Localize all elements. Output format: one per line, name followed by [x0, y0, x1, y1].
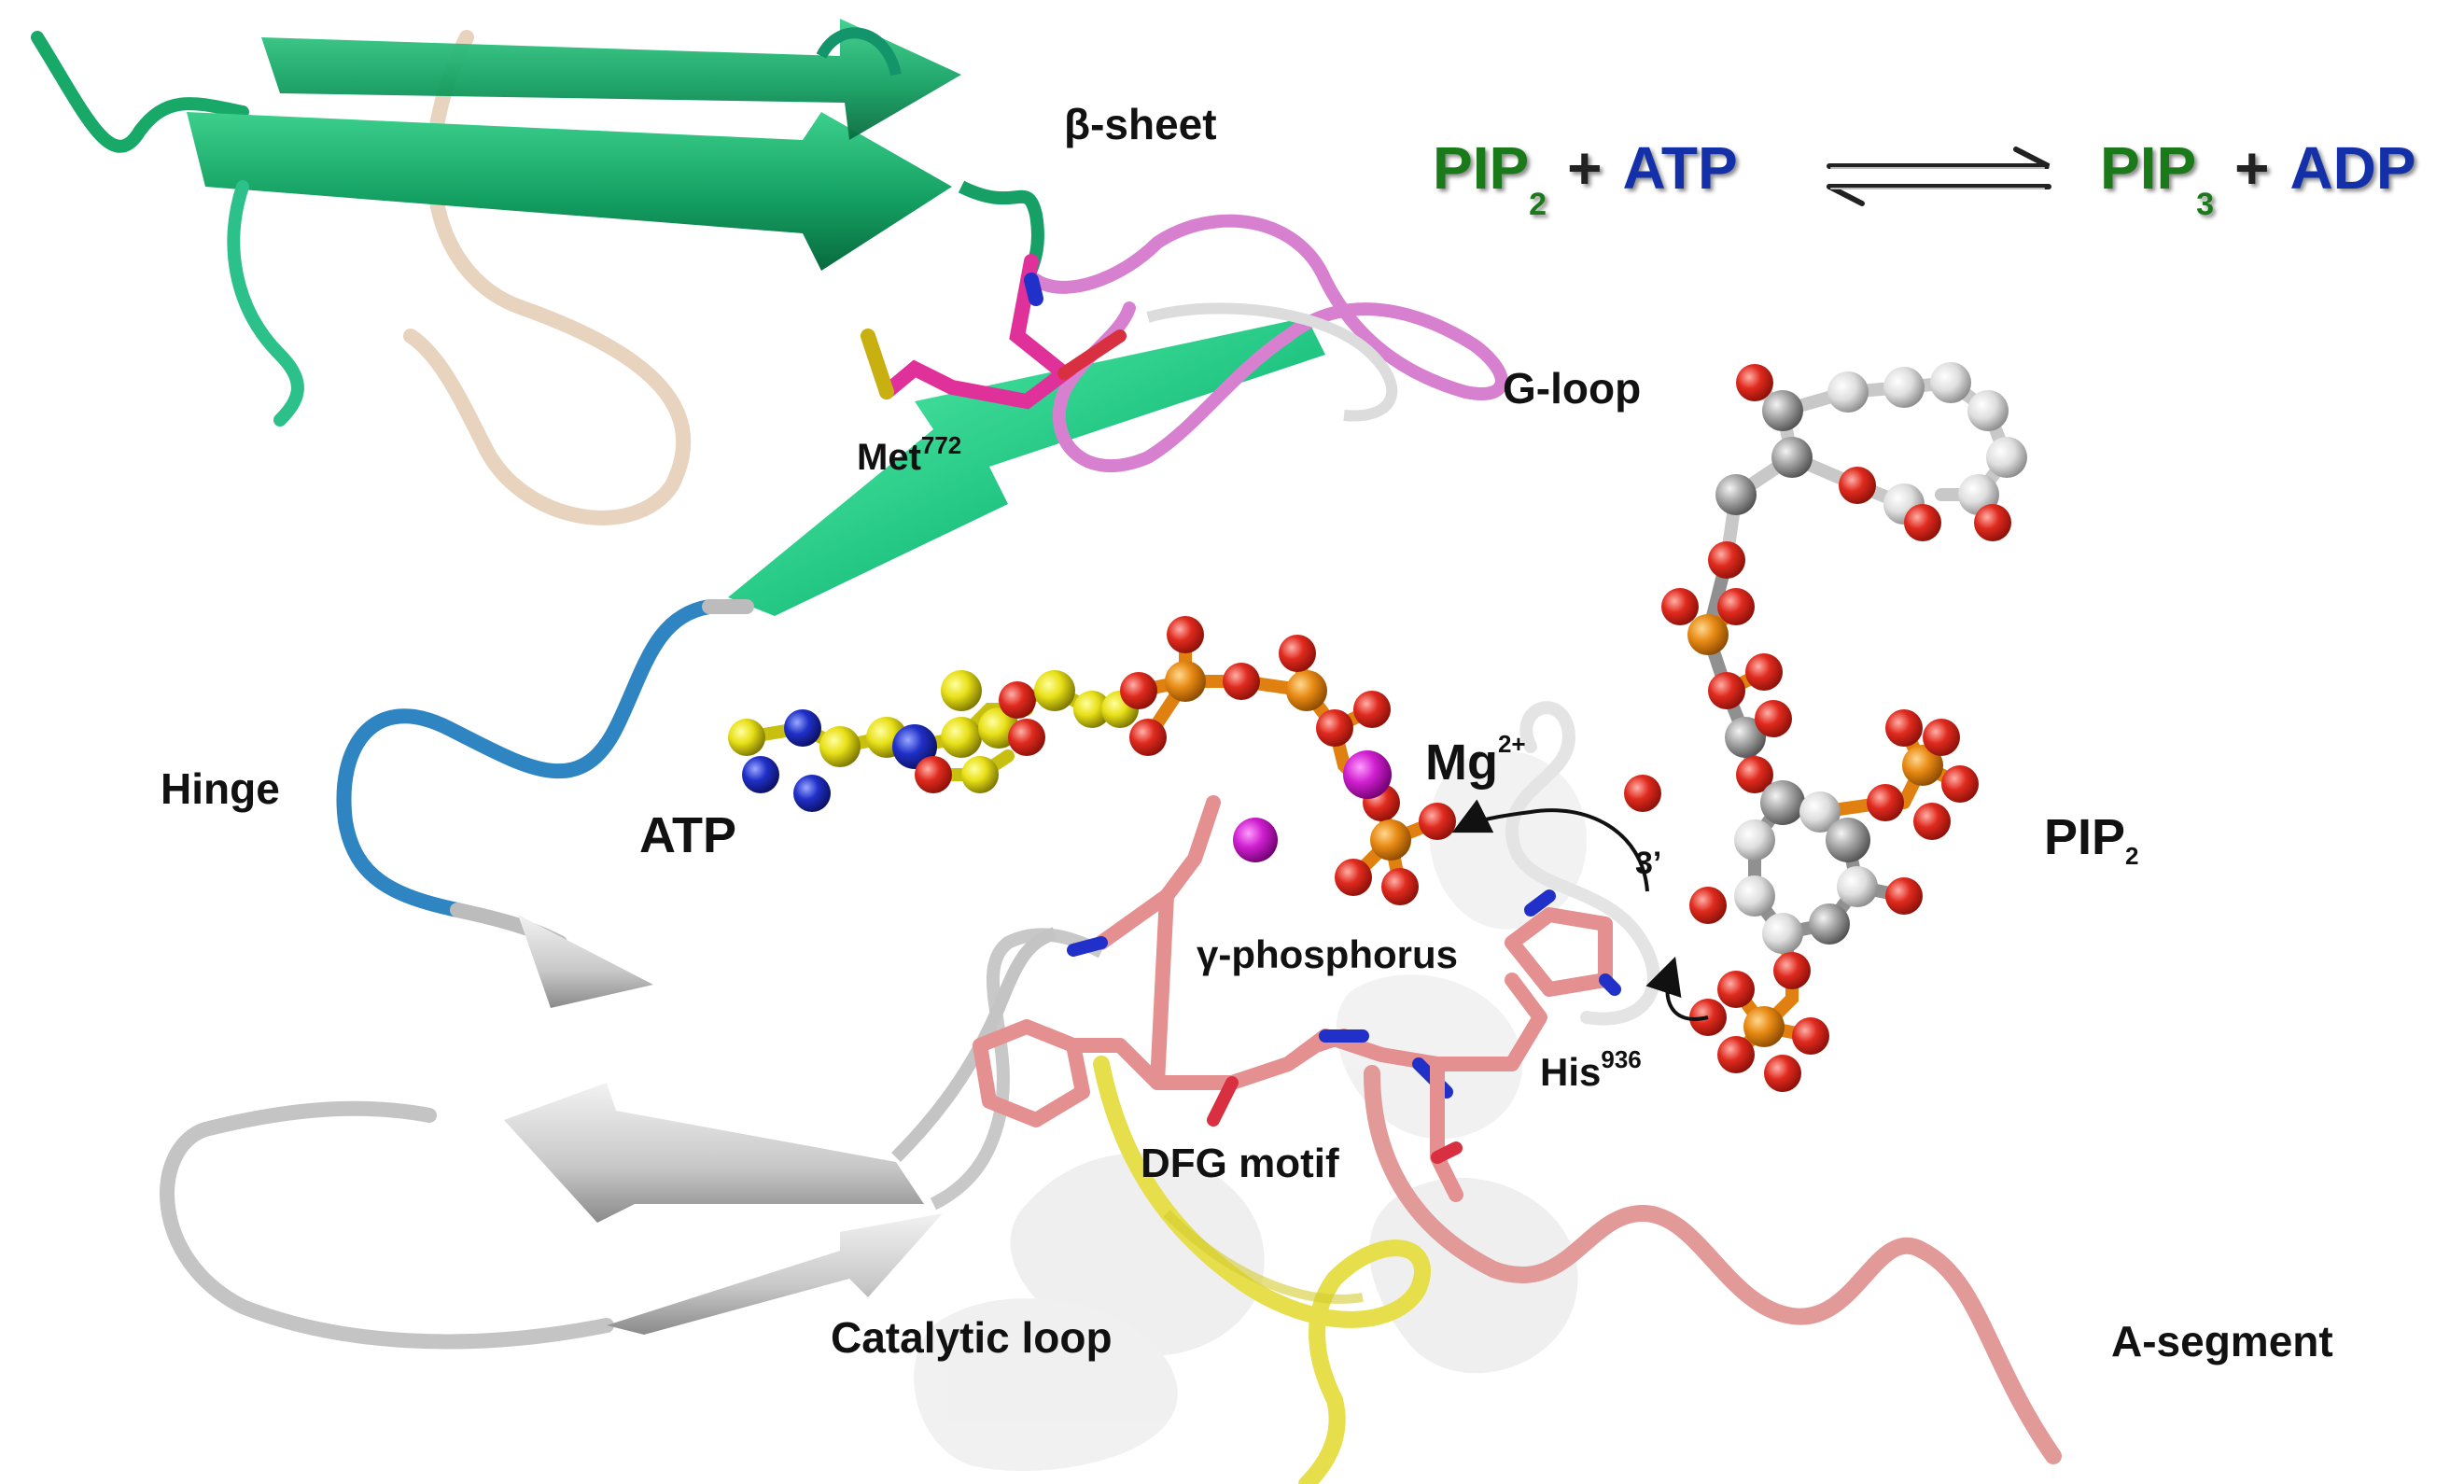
- label-g-loop: G-loop: [1503, 364, 1642, 413]
- label-his936: His936: [1540, 1047, 1642, 1094]
- eq-reactant-atp: ATP: [1622, 134, 1738, 202]
- eq-plus-2: +: [2234, 134, 2270, 202]
- beta-sheet-ribbons: [31, 19, 1044, 427]
- atp-molecule: [728, 616, 1456, 905]
- mg-superscript: 2+: [1497, 730, 1526, 758]
- label-pip2: PIP2: [2044, 809, 2139, 868]
- met-superscript: 772: [920, 431, 962, 459]
- tan-loop: [403, 30, 692, 525]
- mg-base: Mg: [1425, 735, 1498, 791]
- label-gamma-phosphorus: γ-phosphorus: [1197, 932, 1458, 976]
- his-superscript: 936: [1601, 1045, 1642, 1073]
- grey-beta-sheet: [160, 927, 1105, 1350]
- label-hinge: Hinge: [161, 764, 280, 813]
- label-beta-sheet: β-sheet: [1064, 100, 1217, 148]
- mg-ion-upper: [1343, 750, 1392, 799]
- g-loop-ribbon: [1029, 214, 1508, 473]
- pip2-molecule: [1624, 362, 2027, 1092]
- equation-right: PIP3+ADP: [2100, 138, 2416, 220]
- label-mg2plus: Mg2+: [1425, 732, 1526, 791]
- eq-pip-sub-2: 3: [2196, 186, 2215, 222]
- eq-reactant-pip2: PIP2: [1433, 134, 1547, 220]
- pip2-base: PIP: [2044, 809, 2126, 865]
- nucleophilic-arrow-upper: [1451, 799, 1649, 892]
- his-base: His: [1540, 1050, 1602, 1094]
- label-met772: Met772: [857, 433, 961, 478]
- eq-pip-sub-1: 2: [1529, 186, 1547, 222]
- equation-left: PIP2+ATP: [1433, 138, 1738, 220]
- label-3-prime: 3’: [1635, 846, 1662, 881]
- hinge-ribbon: [336, 599, 754, 950]
- label-catalytic-loop: Catalytic loop: [831, 1313, 1113, 1362]
- pip2-subscript: 2: [2125, 842, 2139, 870]
- mg-ion-lower: [1233, 818, 1278, 862]
- green-strand-arrow: [728, 317, 1325, 616]
- nucleophilic-arrow-lower: [1645, 956, 1709, 1021]
- met-base: Met: [857, 437, 921, 478]
- a-segment-ribbon: [1364, 1065, 2062, 1464]
- grey-strand-arrow-small: [518, 915, 653, 1008]
- equilibrium-arrows: [1827, 147, 2051, 206]
- eq-product-adp: ADP: [2289, 134, 2416, 202]
- eq-plus-1: +: [1567, 134, 1603, 202]
- label-atp: ATP: [639, 807, 736, 863]
- met772-sidechain: [861, 254, 1127, 410]
- dfg-his-residues: [973, 795, 1621, 1202]
- eq-pip-base-1: PIP: [1433, 134, 1530, 202]
- label-dfg-motif: DFG motif: [1141, 1141, 1339, 1186]
- eq-product-pip3: PIP3: [2100, 134, 2214, 220]
- eq-pip-base-2: PIP: [2100, 134, 2197, 202]
- label-a-segment: A-segment: [2111, 1317, 2333, 1365]
